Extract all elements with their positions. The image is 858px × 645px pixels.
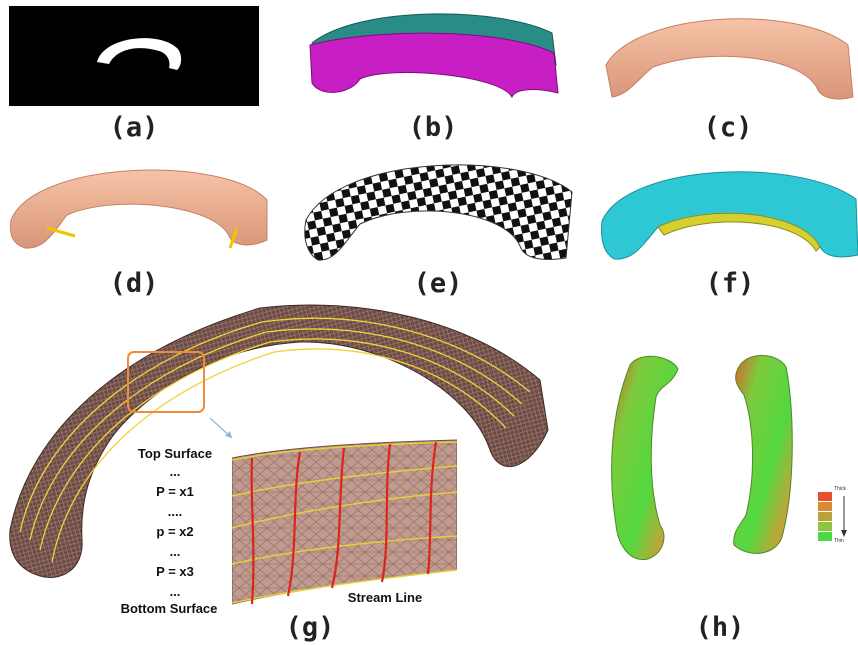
panel-a-mask: [9, 6, 259, 106]
stream-line-label: Stream Line: [330, 590, 440, 605]
caption-g: (g): [270, 612, 350, 643]
level-ellipsis-4: ...: [120, 584, 230, 599]
level-bottom-surface: Bottom Surface: [104, 601, 234, 616]
panel-e-checker: [300, 150, 578, 268]
thickness-legend: Thick Thin: [814, 488, 856, 544]
legend-arrow: [840, 496, 848, 538]
corpus-surface-d: [11, 170, 267, 248]
legend-swatch-4: [818, 522, 832, 531]
thickness-map-left: [612, 356, 678, 559]
panel-f-surfaces: [598, 155, 858, 263]
level-p-x2: p = x2: [120, 524, 230, 539]
caption-a: (a): [94, 112, 174, 143]
magenta-surface: [310, 33, 558, 97]
level-p-x1: P = x1: [120, 484, 230, 499]
legend-thick-label: Thick: [834, 486, 846, 492]
level-ellipsis-3: ...: [120, 544, 230, 559]
caption-e: (e): [398, 268, 478, 299]
caption-c: (c): [688, 112, 768, 143]
caption-d: (d): [94, 268, 174, 299]
checker-surface: [305, 165, 572, 260]
level-ellipsis-1: ...: [120, 464, 230, 479]
caption-f: (f): [690, 268, 770, 299]
legend-swatch-3: [818, 512, 832, 521]
panel-d-surface-cuts: [5, 150, 273, 260]
panel-b-mesh: [300, 5, 562, 105]
level-p-x3: P = x3: [120, 564, 230, 579]
legend-swatch-5: [818, 532, 832, 541]
panel-h-thickness: [600, 345, 800, 575]
caption-h: (h): [680, 612, 760, 643]
panel-c-surface: [598, 5, 856, 105]
legend-thin-label: Thin: [834, 538, 844, 544]
panel-g-inset: [232, 438, 457, 608]
thickness-map-right: [734, 355, 793, 553]
level-ellipsis-2: ....: [120, 504, 230, 519]
level-top-surface: Top Surface: [120, 446, 230, 461]
legend-swatch-2: [818, 502, 832, 511]
legend-swatch-1: [818, 492, 832, 501]
caption-b: (b): [393, 112, 473, 143]
corpus-surface: [606, 19, 853, 99]
